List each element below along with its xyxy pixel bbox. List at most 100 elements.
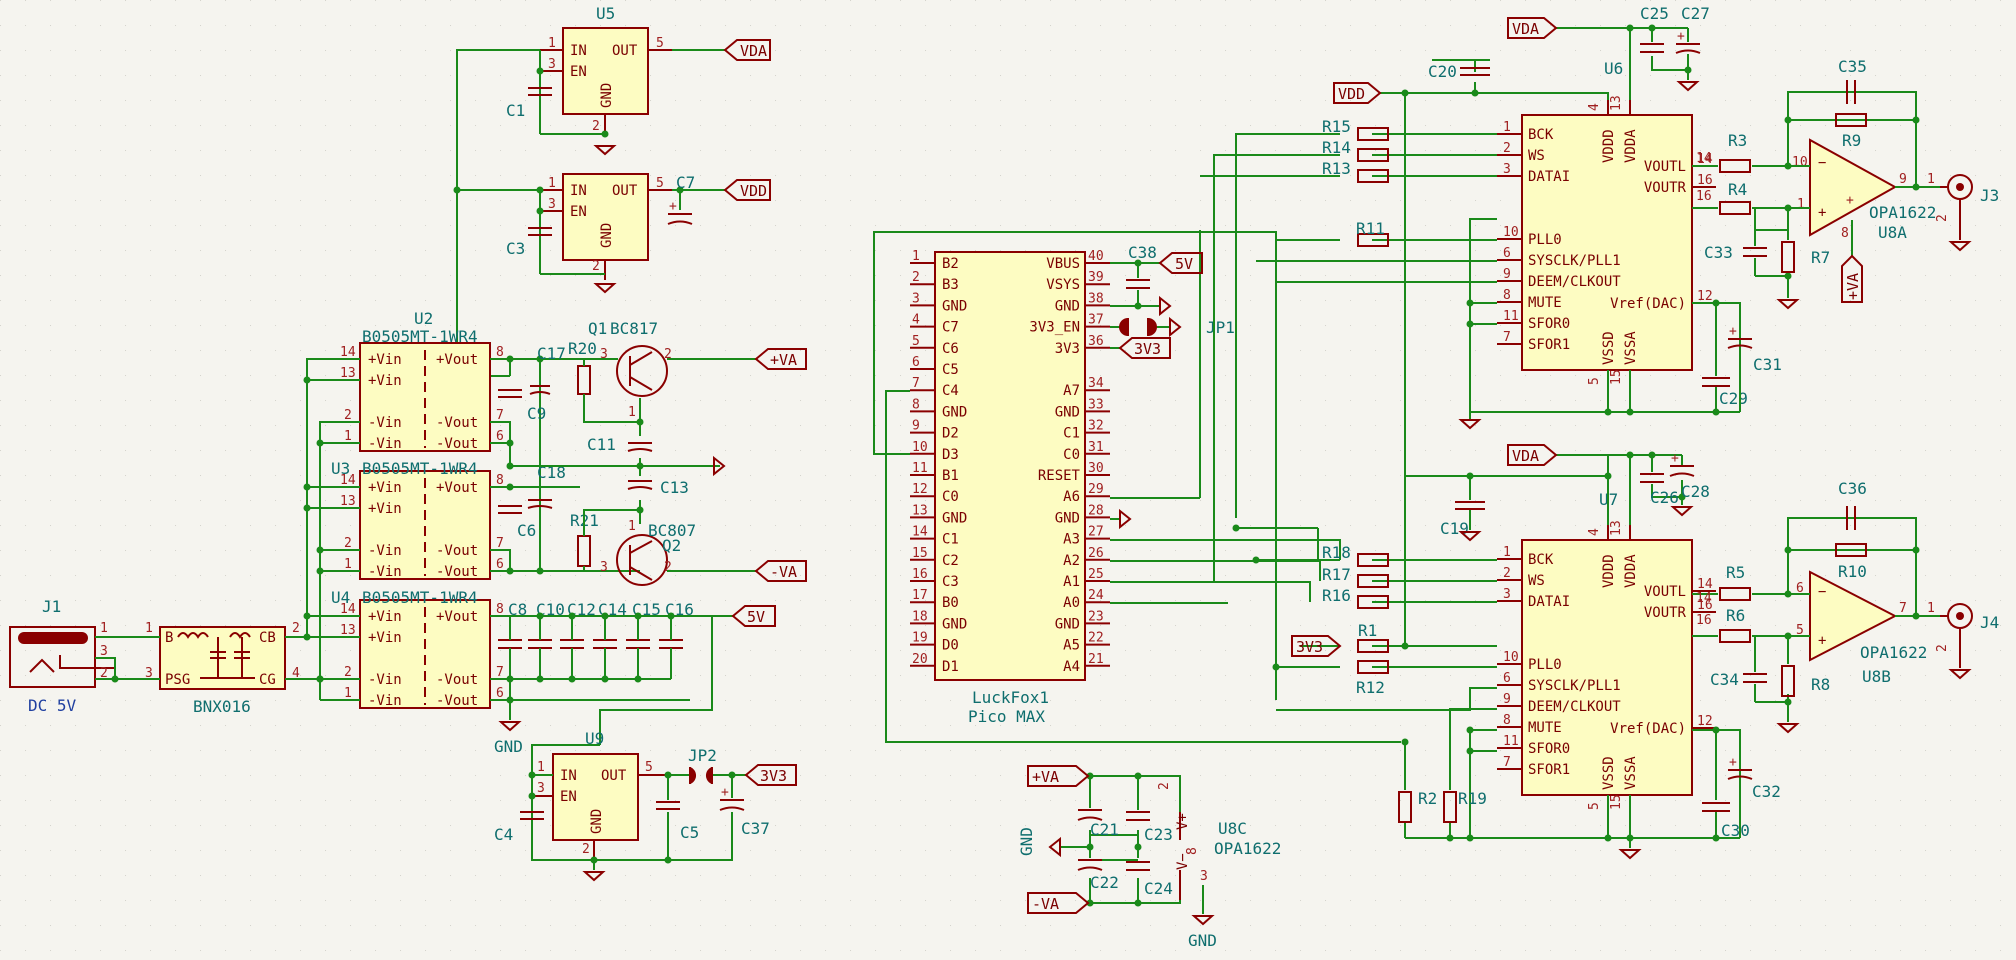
resistor-r9[interactable]: R9 — [1835, 113, 1867, 150]
mcu-pin-label: 3V3_EN — [1029, 320, 1080, 336]
resistor-r17[interactable]: R17 — [1322, 565, 1389, 588]
svg-text:-Vin: -Vin — [368, 564, 402, 580]
connector-j4[interactable]: J4 12 — [1927, 601, 1999, 680]
resistor-r18[interactable]: R18 — [1322, 543, 1389, 567]
mcu-pin-label: GND — [1055, 616, 1080, 632]
opamp-u8b[interactable]: −+ OPA1622 U8B 657 — [1796, 570, 1927, 686]
capacitor-c32[interactable]: + C32 — [1727, 755, 1781, 801]
dac-u7[interactable]: U7 — [1521, 490, 1693, 796]
resistor-r11[interactable]: R11 — [1356, 219, 1389, 247]
svg-text:2: 2 — [592, 259, 600, 274]
svg-text:1: 1 — [628, 405, 636, 420]
capacitor-c6[interactable]: C6 — [498, 505, 536, 540]
resistor-r1[interactable]: R1 — [1357, 621, 1389, 653]
capacitor-c31[interactable]: + C31 — [1727, 324, 1782, 374]
mcu-pin-number: 10 — [912, 440, 928, 455]
capacitor-c22[interactable]: C22 — [1077, 859, 1119, 892]
capacitor-c20[interactable]: C20 — [1428, 62, 1490, 81]
capacitor-c26[interactable]: C26 — [1640, 473, 1679, 507]
svg-text:3: 3 — [548, 57, 556, 72]
capacitor-c5[interactable]: C5 — [656, 801, 699, 842]
svg-text:GND: GND — [599, 223, 615, 248]
svg-text:7: 7 — [496, 408, 504, 423]
capacitor-c7[interactable]: + C7 — [667, 173, 695, 225]
label-vda-u7: VDA — [1507, 444, 1558, 466]
capacitor-c38[interactable]: C38 — [1126, 243, 1157, 289]
capacitor-c28[interactable]: + C28 — [1669, 451, 1710, 501]
capacitor-c35[interactable]: C35 — [1838, 57, 1867, 104]
isolator-u4[interactable]: U4 B0505MT-1WR4 +Vin +Vin -Vin -Vin +Vou… — [331, 588, 504, 709]
svg-text:+: + — [669, 199, 677, 214]
mcu-pin-number: 29 — [1088, 482, 1104, 497]
filter-bnx016[interactable]: B PSG CB CG BNX016 13 24 — [145, 621, 300, 716]
svg-text:3: 3 — [100, 644, 108, 659]
dac-pin-label: VDDD — [1601, 129, 1617, 163]
capacitor-c11[interactable]: C11 — [587, 435, 653, 454]
resistor-r8[interactable]: R8 — [1781, 665, 1830, 697]
capacitor-c9[interactable]: C9 — [498, 389, 546, 423]
capacitor-c4[interactable]: C4 — [494, 811, 544, 844]
resistor-r12[interactable]: R12 — [1356, 660, 1389, 697]
capacitor-c21[interactable]: C21 — [1077, 809, 1119, 839]
capacitor-c3[interactable]: C3 — [506, 227, 552, 258]
isolator-u2[interactable]: U2 B0505MT-1WR4 +Vin +Vin -Vin -Vin +Vou… — [340, 309, 504, 452]
svg-text:J3: J3 — [1980, 186, 1999, 205]
connector-j3[interactable]: J3 12 — [1927, 172, 1999, 252]
resistor-r10[interactable]: R10 — [1835, 543, 1867, 581]
svg-text:+Vin: +Vin — [368, 480, 402, 496]
mcu-luckfox[interactable]: LuckFox1 Pico MAX — [934, 251, 1086, 726]
svg-text:C32: C32 — [1752, 782, 1781, 801]
capacitor-c34[interactable]: C34 — [1710, 670, 1767, 689]
capacitor-c37[interactable]: + C37 — [719, 785, 770, 838]
dac-u6[interactable]: U6 — [1521, 59, 1693, 371]
resistor-r2[interactable]: R2 — [1398, 789, 1437, 823]
svg-text:GND: GND — [494, 737, 523, 756]
opamp-u8c[interactable]: V+ V− 2 3 8 U8C OPA1622 — [1157, 782, 1281, 900]
capacitor-c33[interactable]: C33 — [1704, 243, 1767, 262]
regulator-vdd[interactable]: IN EN OUT GND 1 3 5 2 — [540, 173, 672, 280]
capacitor-c25[interactable]: C25 — [1640, 4, 1669, 53]
capacitor-c18[interactable]: C18 — [527, 463, 566, 509]
dac-pin-number: 3 — [1503, 587, 1511, 602]
resistor-r7[interactable]: R7 — [1781, 241, 1830, 273]
capacitor-c23[interactable]: C23 — [1126, 811, 1173, 844]
label-vdd-top: VDD — [723, 179, 771, 201]
svg-text:2: 2 — [1157, 782, 1172, 790]
capacitor-c27[interactable]: + C27 — [1675, 4, 1710, 54]
svg-text:PSG: PSG — [165, 672, 190, 688]
resistor-r14[interactable]: R14 — [1322, 138, 1389, 162]
resistor-r19[interactable]: R19 — [1443, 789, 1487, 823]
capacitor-c17[interactable]: C17 — [529, 344, 566, 395]
mcu-pin-number: 12 — [912, 482, 928, 497]
mcu-pin-number: 39 — [1088, 270, 1104, 285]
resistor-r16[interactable]: R16 — [1322, 586, 1389, 609]
dac-pin-label: VSSD — [1601, 756, 1617, 790]
jumper-jp2[interactable]: JP2 — [688, 746, 717, 784]
capacitor-c1[interactable]: C1 — [506, 87, 552, 120]
capacitor-c24[interactable]: C24 — [1126, 861, 1173, 898]
svg-text:+: + — [1677, 29, 1685, 44]
isolator-u3[interactable]: U3 B0505MT-1WR4 +Vin +Vin -Vin -Vin +Vou… — [331, 459, 504, 580]
capacitor-c36[interactable]: C36 — [1838, 479, 1867, 530]
svg-text:LuckFox1: LuckFox1 — [972, 688, 1049, 707]
mcu-pin-label: RESET — [1038, 468, 1081, 484]
connector-j1[interactable]: J1 DC 5V 132 — [9, 597, 115, 715]
svg-text:C7: C7 — [676, 173, 695, 192]
capacitor-c30[interactable]: C30 — [1702, 802, 1750, 840]
regulator-u9[interactable]: U9 IN EN OUT GND 1 3 5 2 — [530, 729, 670, 860]
resistor-r13[interactable]: R13 — [1322, 159, 1389, 183]
dac-pin-label: VDDD — [1601, 554, 1617, 588]
regulator-u5[interactable]: U5 IN EN OUT GND 1 3 5 2 — [540, 4, 672, 134]
capacitor-c13[interactable]: C13 — [627, 478, 689, 497]
svg-text:8: 8 — [496, 473, 504, 488]
resistor-r15[interactable]: R15 — [1322, 117, 1389, 141]
svg-text:1: 1 — [100, 621, 108, 636]
label-5v-mcu: 5V — [1158, 252, 1203, 274]
